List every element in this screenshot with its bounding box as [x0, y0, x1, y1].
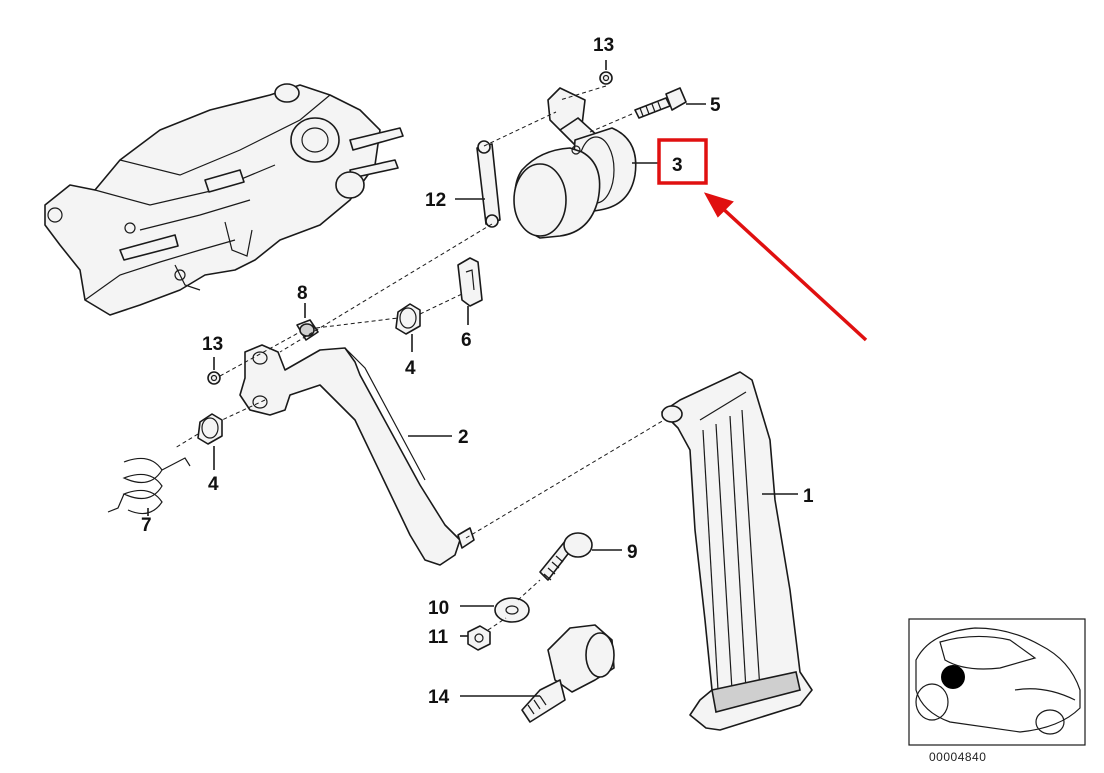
pedal-bracket-housing	[44, 83, 404, 316]
callout-12: 12	[425, 190, 446, 211]
highlight-box	[657, 138, 708, 185]
bolt-part-9	[539, 532, 622, 581]
callout-2: 2	[458, 427, 469, 448]
highlight-arrow	[703, 192, 868, 342]
accelerator-pedal-part-1	[661, 371, 813, 731]
nut-part-11	[460, 625, 491, 651]
callout-14: 14	[428, 687, 450, 708]
bushing-part-8	[296, 303, 319, 341]
callout-4-lower: 4	[208, 474, 219, 495]
callout-7: 7	[141, 515, 152, 536]
bushing-part-4-upper	[395, 303, 421, 352]
callout-13-lower: 13	[202, 334, 223, 355]
callout-9: 9	[627, 542, 638, 563]
assembly-lines	[174, 85, 665, 631]
callout-6: 6	[461, 330, 472, 351]
location-dot	[941, 665, 965, 689]
callout-13-top: 13	[593, 35, 614, 56]
callout-11: 11	[428, 627, 449, 648]
vehicle-location-inset	[908, 618, 1086, 746]
callout-1: 1	[803, 486, 814, 507]
callout-3: 3	[672, 155, 683, 176]
callout-10: 10	[428, 598, 449, 619]
return-spring-part-7	[107, 457, 191, 516]
pedal-sensor-part-3	[513, 87, 637, 239]
switch-part-14	[460, 624, 615, 723]
callout-5: 5	[710, 95, 721, 116]
clip-part-6	[457, 257, 483, 325]
nut-part-13-top	[599, 60, 613, 85]
reference-number: 00004840	[929, 750, 987, 764]
link-rod-part-12	[455, 140, 501, 228]
bushing-part-4-lower	[197, 413, 223, 470]
washer-part-10	[460, 597, 530, 623]
nut-part-13-lower	[207, 357, 221, 385]
callout-8: 8	[297, 283, 308, 304]
pedal-lever-part-2	[239, 344, 475, 566]
bolt-part-5	[634, 87, 706, 119]
callout-4-upper: 4	[405, 358, 416, 379]
